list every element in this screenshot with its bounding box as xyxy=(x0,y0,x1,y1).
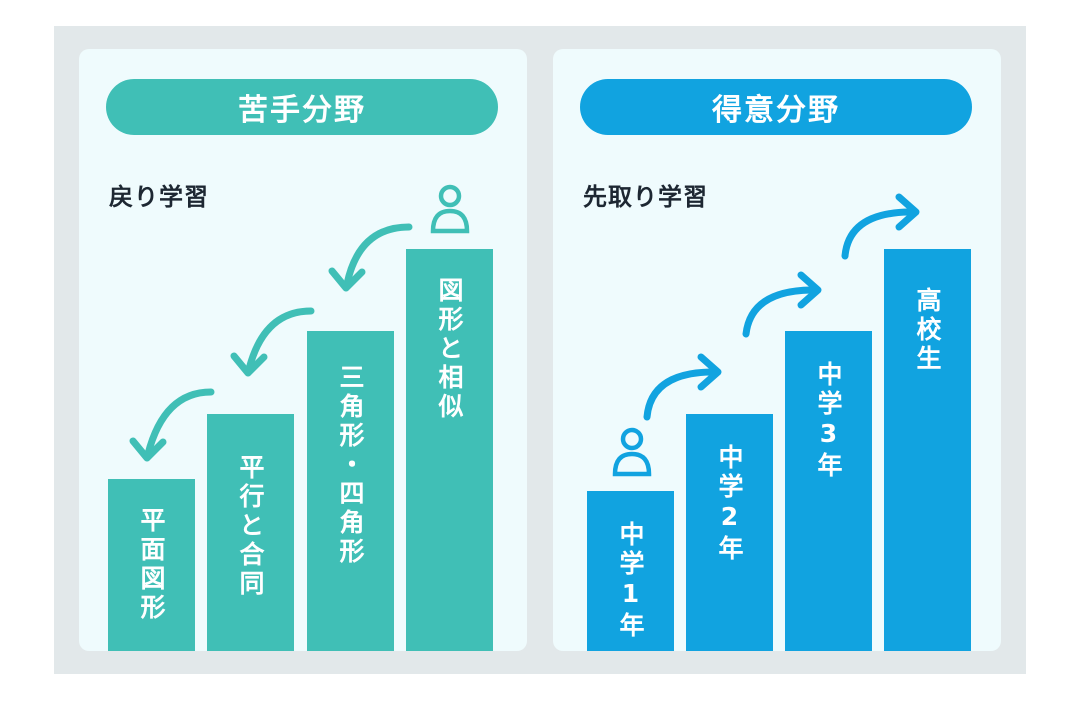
step-bar-2: 平行と合同 xyxy=(207,414,294,651)
strong-area-panel: 得意分野 先取り学習 中学1年 中学2年 中学3年 高校生 xyxy=(553,49,1001,651)
advance-learning-label: 先取り学習 xyxy=(583,183,708,211)
strong-area-title: 得意分野 xyxy=(580,79,972,135)
diagram-frame: 苦手分野 戻り学習 平面図形 平行と合同 三角形・四角形 図形と相似 xyxy=(54,26,1026,674)
step-label-4: 高校生 xyxy=(913,287,942,374)
arrow-down-left-icon xyxy=(230,307,315,377)
arrow-up-right-icon xyxy=(742,271,822,338)
step-bar-1: 中学1年 xyxy=(587,491,674,651)
person-icon xyxy=(430,184,470,234)
arrow-up-right-icon xyxy=(841,193,920,260)
step-bar-4: 高校生 xyxy=(884,249,971,651)
step-bar-4: 図形と相似 xyxy=(406,249,493,651)
step-label-2: 中学2年 xyxy=(715,444,744,564)
arrow-down-left-icon xyxy=(129,388,215,462)
step-bar-1: 平面図形 xyxy=(108,479,195,651)
arrow-up-right-icon xyxy=(643,353,722,421)
step-bar-3: 中学3年 xyxy=(785,331,872,651)
step-label-3: 三角形・四角形 xyxy=(336,364,365,567)
step-bar-2: 中学2年 xyxy=(686,414,773,651)
weak-area-title: 苦手分野 xyxy=(106,79,498,135)
step-label-4: 図形と相似 xyxy=(435,277,464,422)
arrow-down-left-icon xyxy=(328,223,413,292)
step-label-2: 平行と合同 xyxy=(236,454,265,599)
step-bar-3: 三角形・四角形 xyxy=(307,331,394,651)
step-label-1: 中学1年 xyxy=(616,521,645,641)
person-icon xyxy=(612,427,652,477)
step-label-3: 中学3年 xyxy=(814,361,843,481)
step-label-1: 平面図形 xyxy=(137,507,166,623)
review-learning-label: 戻り学習 xyxy=(109,183,209,211)
weak-area-panel: 苦手分野 戻り学習 平面図形 平行と合同 三角形・四角形 図形と相似 xyxy=(79,49,527,651)
